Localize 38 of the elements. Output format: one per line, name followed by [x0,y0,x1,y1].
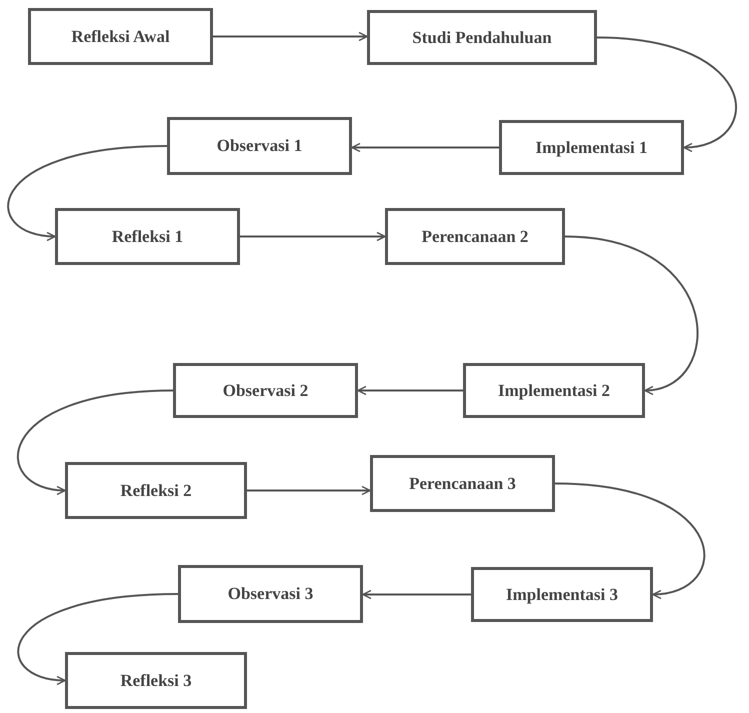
step-label: Studi Pendahuluan [412,26,552,49]
process-box [499,120,684,175]
process-box [167,117,352,175]
step-label: Perencanaan 3 [409,472,516,495]
process-box [370,455,555,512]
arrow [357,386,463,396]
process-box [65,652,247,709]
step-label: Perencanaan 2 [422,226,528,248]
process-box [178,565,363,623]
process-box [367,10,597,65]
process-box [385,208,565,265]
arrow [564,236,698,394]
step-label: Implementasi 1 [536,136,648,159]
step-label: Implementasi 2 [498,380,610,402]
process-box [65,462,247,519]
step-label: Observasi 2 [222,380,308,402]
arrow [247,486,371,496]
arrow [596,36,737,152]
arrow [362,590,471,600]
step-label: Refleksi 1 [112,226,184,248]
arrow [240,232,386,242]
arrow [351,142,499,152]
arrow [8,145,168,240]
step-label: Refleksi Awal [71,26,170,48]
process-box [471,567,653,622]
step-label: Observasi 1 [216,135,302,158]
arrow [554,482,706,598]
step-label: Implementasi 3 [506,584,618,606]
step-label: Refleksi 3 [120,670,192,692]
arrow [18,593,178,684]
process-box [28,8,213,65]
step-label: Refleksi 2 [120,480,192,502]
process-box [463,363,645,418]
process-box [173,363,358,418]
process-box [55,208,240,265]
step-label: Observasi 3 [228,583,314,606]
arrow [17,390,174,494]
arrow [213,32,368,42]
